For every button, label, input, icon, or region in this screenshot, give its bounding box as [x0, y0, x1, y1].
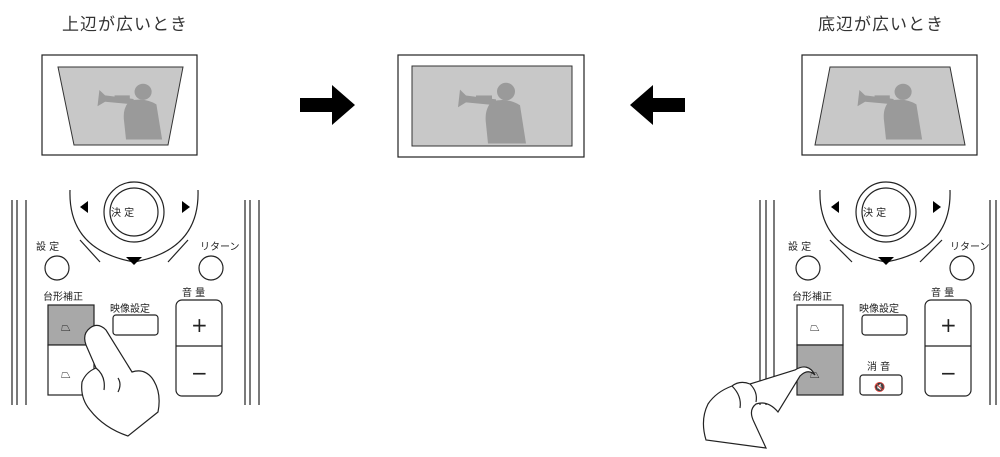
volume-plus-label: + [191, 313, 208, 337]
mute-label: 消 音 [867, 360, 890, 373]
enter-label: 決 定 [863, 206, 886, 219]
keystone-up-icon: ⏢ [61, 320, 71, 334]
keystone-label: 台形補正 [43, 290, 83, 303]
volume-plus-label: + [940, 313, 957, 337]
picture-label: 映像設定 [110, 302, 150, 315]
arrow-left-icon [630, 85, 685, 125]
volume-label: 音 量 [182, 286, 205, 299]
keystone-up-button [797, 305, 843, 345]
settings-button [796, 256, 820, 280]
keystone-down-icon: ⏢ [810, 367, 820, 381]
picture-button [862, 315, 907, 335]
screen-bottom-wide [802, 55, 977, 155]
arrow-right-icon [300, 85, 355, 125]
settings-label: 設 定 [36, 240, 59, 253]
settings-button [45, 256, 69, 280]
volume-minus-label: − [940, 361, 957, 385]
return-label: リターン [200, 241, 240, 253]
screen-top-wide [42, 55, 197, 155]
keystone-label: 台形補正 [792, 290, 832, 303]
return-label: リターン [950, 241, 990, 253]
picture-label: 映像設定 [859, 302, 899, 315]
enter-label: 決 定 [111, 206, 134, 219]
return-button [199, 256, 223, 280]
keystone-up-icon: ⏢ [810, 320, 820, 334]
settings-label: 設 定 [788, 240, 811, 253]
keystone-down-icon: ⏢ [61, 367, 71, 381]
volume-minus-label: − [191, 361, 208, 385]
return-button [950, 256, 974, 280]
screen-corrected [398, 55, 584, 157]
mute-icon: 🔇 [874, 381, 885, 393]
volume-label: 音 量 [931, 286, 954, 299]
picture-button [113, 315, 158, 335]
